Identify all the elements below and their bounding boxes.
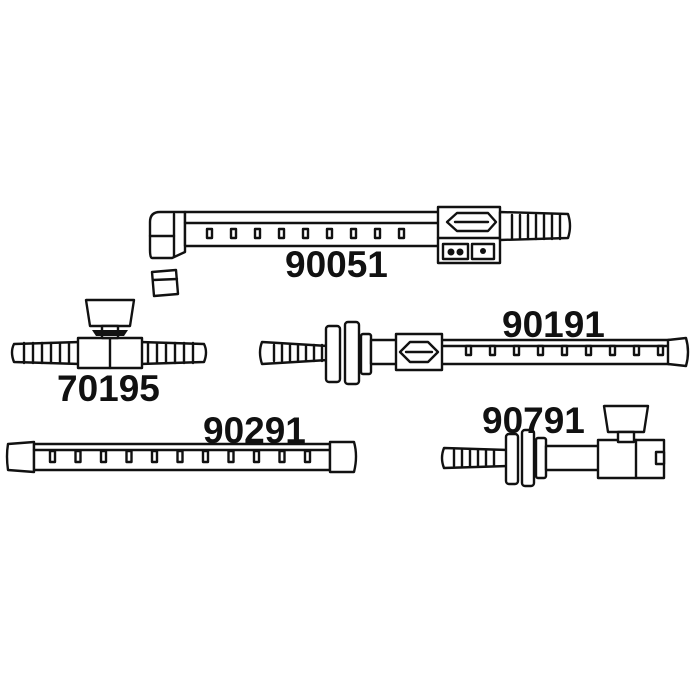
vent-hole	[48, 449, 57, 464]
vent-hole	[584, 344, 593, 357]
part-90191-drawing	[258, 320, 690, 386]
vent-holes	[464, 344, 665, 357]
part-number-90191: 90191	[502, 304, 605, 345]
valve-handle	[84, 298, 136, 328]
part-number-90051: 90051	[285, 244, 388, 285]
part-90291-drawing	[5, 440, 358, 474]
vent-hole	[512, 344, 521, 357]
vent-hole	[303, 449, 312, 464]
cap-piece	[150, 268, 180, 298]
end-cap	[328, 440, 358, 474]
end-cap	[5, 440, 36, 474]
vent-hole	[536, 344, 545, 357]
tube-body	[544, 444, 602, 472]
vent-holes	[205, 227, 406, 240]
vent-hole	[325, 227, 334, 240]
flange	[343, 320, 361, 386]
vent-hole	[349, 227, 358, 240]
vent-hole	[74, 449, 82, 464]
right-barb	[138, 340, 208, 366]
vent-hole	[99, 449, 108, 464]
flange	[520, 428, 536, 488]
vent-hole	[632, 344, 641, 357]
part-number-90291: 90291	[203, 410, 306, 451]
vent-hole	[176, 449, 184, 464]
vent-hole	[656, 344, 665, 357]
part-number-90791: 90791	[482, 400, 585, 441]
vent-hole	[278, 449, 286, 464]
end-cap	[666, 336, 690, 368]
left-barb	[440, 446, 510, 470]
vent-hole	[205, 227, 214, 240]
vent-hole	[252, 449, 261, 464]
flange	[504, 432, 520, 486]
vent-hole	[301, 227, 310, 240]
vent-hole	[373, 227, 382, 240]
part-90791-drawing	[440, 404, 666, 488]
vent-hole	[277, 227, 286, 240]
vent-hole	[125, 449, 133, 464]
vent-hole	[201, 449, 210, 464]
vent-hole	[397, 227, 406, 240]
vent-holes	[48, 449, 312, 464]
valve-handle	[602, 404, 650, 434]
vent-hole	[560, 344, 569, 357]
part-number-70195: 70195	[57, 368, 160, 409]
vent-hole	[608, 344, 617, 357]
part-70195-drawing	[10, 298, 208, 370]
part-90051-drawing	[148, 205, 572, 298]
left-barb	[258, 340, 330, 366]
vent-hole	[229, 227, 238, 240]
valve-body	[596, 438, 666, 480]
vent-hole	[253, 227, 262, 240]
flange	[324, 324, 342, 384]
vent-hole	[464, 344, 473, 357]
vent-hole	[488, 344, 497, 357]
vent-hole	[227, 449, 235, 464]
vent-hole	[150, 449, 159, 464]
